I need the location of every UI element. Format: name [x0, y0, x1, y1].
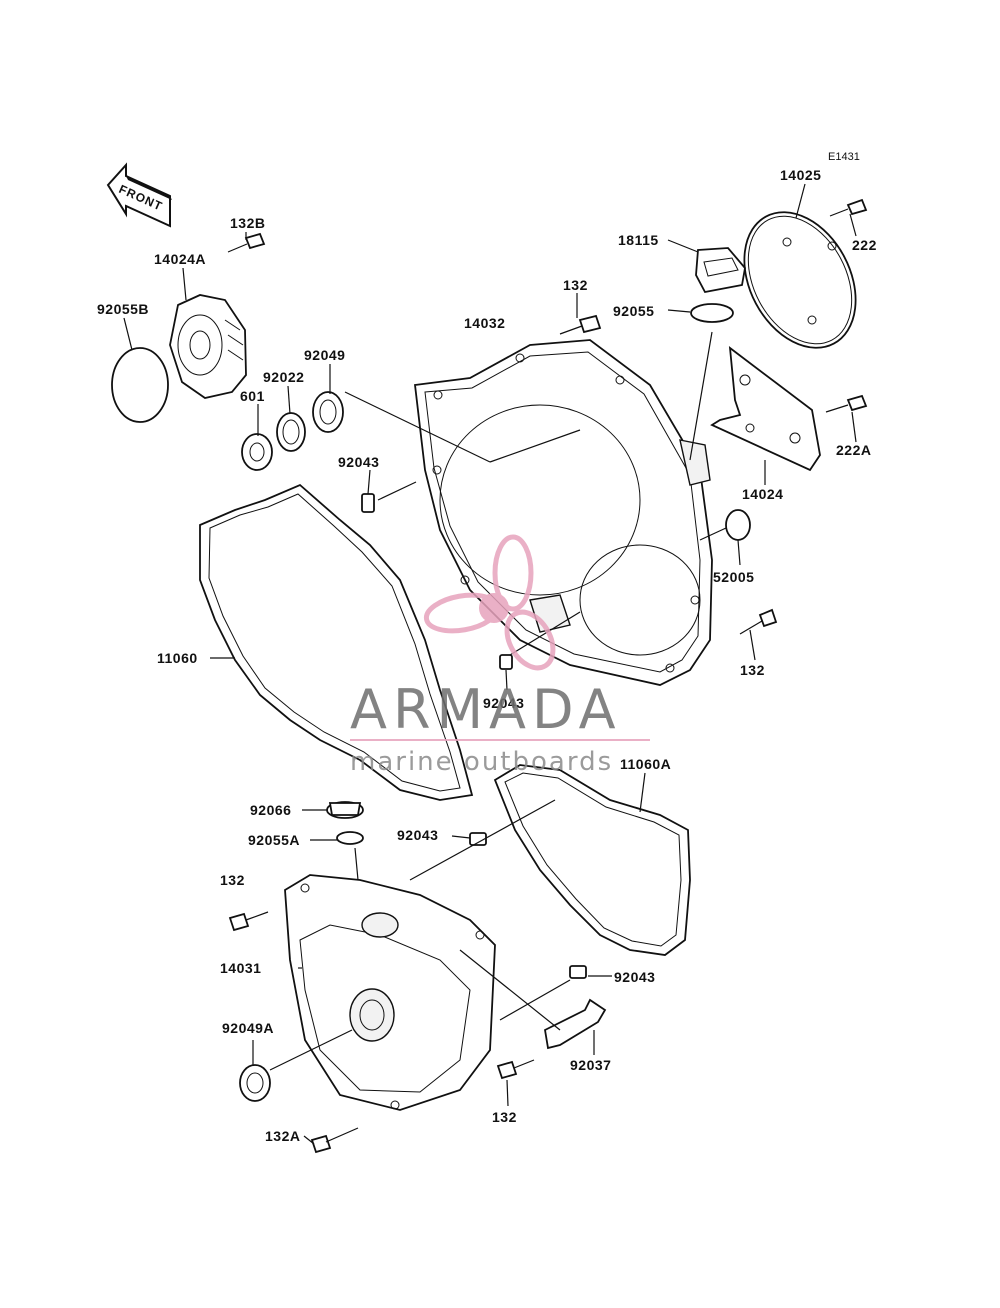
part-92037-clamp: [544, 998, 607, 1050]
watermark-brand: ARMADA: [350, 678, 622, 741]
part-92055-oring: [690, 303, 734, 323]
part-11060-gasket: [199, 483, 474, 801]
label-92022: 92022: [263, 369, 304, 385]
part-132-bolt-top: [559, 314, 602, 335]
part-52005-seal: [725, 509, 751, 541]
label-14024A: 14024A: [154, 251, 206, 267]
part-92055B-oring: [111, 347, 169, 423]
label-92043-d: 92043: [614, 969, 655, 985]
leader-lines: [123, 183, 857, 1145]
part-14025-cover: [743, 211, 857, 349]
part-132A-bolt: [310, 1127, 359, 1154]
label-132-right: 132: [740, 662, 765, 678]
part-14031-cover: [284, 874, 496, 1111]
part-222A-screw: [825, 394, 868, 413]
label-92043-a: 92043: [338, 454, 379, 470]
part-222-screw: [829, 198, 868, 217]
part-132-bolt-bottom: [496, 1059, 535, 1080]
label-92037: 92037: [570, 1057, 611, 1073]
label-92066: 92066: [250, 802, 291, 818]
part-92066-plug: [326, 801, 364, 819]
label-132B: 132B: [230, 215, 265, 231]
part-132-bolt-right: [739, 608, 778, 635]
label-92049: 92049: [304, 347, 345, 363]
part-92049A-seal: [239, 1064, 271, 1102]
label-92043-c: 92043: [397, 827, 438, 843]
armada-logo-icon: [423, 534, 556, 671]
part-92043-dowel-b: [499, 654, 513, 670]
label-92055: 92055: [613, 303, 654, 319]
label-18115: 18115: [618, 232, 659, 248]
part-92022-washer: [276, 412, 306, 452]
label-92055B: 92055B: [97, 301, 149, 317]
label-92043-b: 92043: [483, 695, 524, 711]
watermark: ARMADA marine outboards: [350, 534, 650, 777]
label-132-top: 132: [563, 277, 588, 293]
label-14024: 14024: [742, 486, 783, 502]
label-11060A: 11060A: [620, 756, 671, 772]
part-92043-dowel-a: [361, 493, 375, 513]
label-14031: 14031: [220, 960, 261, 976]
part-11060A-gasket: [493, 764, 691, 956]
part-92043-dowel-c: [469, 832, 487, 846]
label-132-bottom: 132: [492, 1109, 517, 1125]
part-18115-cap: [695, 247, 746, 294]
part-601-bearing: [241, 433, 273, 471]
label-92055A: 92055A: [248, 832, 300, 848]
label-132A: 132A: [265, 1128, 300, 1144]
part-92055A-oring: [336, 831, 364, 845]
label-11060: 11060: [157, 650, 198, 666]
label-52005: 52005: [713, 569, 754, 585]
label-14025: 14025: [780, 167, 821, 183]
part-14024A-pump-cover: [169, 294, 247, 399]
part-92049-seal: [312, 391, 344, 433]
label-14032: 14032: [464, 315, 505, 331]
watermark-tagline: marine outboards: [350, 747, 613, 777]
label-222: 222: [852, 237, 877, 253]
part-132-bolt-left: [228, 911, 269, 932]
part-132B-bolt: [227, 232, 266, 253]
part-labels: 14025 222 18115 92055 132 14032 132B 140…: [97, 167, 877, 1144]
part-14024-bracket: [710, 346, 821, 472]
label-132-left: 132: [220, 872, 245, 888]
part-92043-dowel-d: [569, 965, 587, 979]
label-222A: 222A: [836, 442, 871, 458]
part-14032-clutch-cover: [414, 339, 713, 686]
label-601: 601: [240, 388, 265, 404]
diagram-code: E1431: [828, 151, 860, 163]
label-92049A: 92049A: [222, 1020, 274, 1036]
front-arrow-icon: FRONT: [106, 162, 172, 228]
